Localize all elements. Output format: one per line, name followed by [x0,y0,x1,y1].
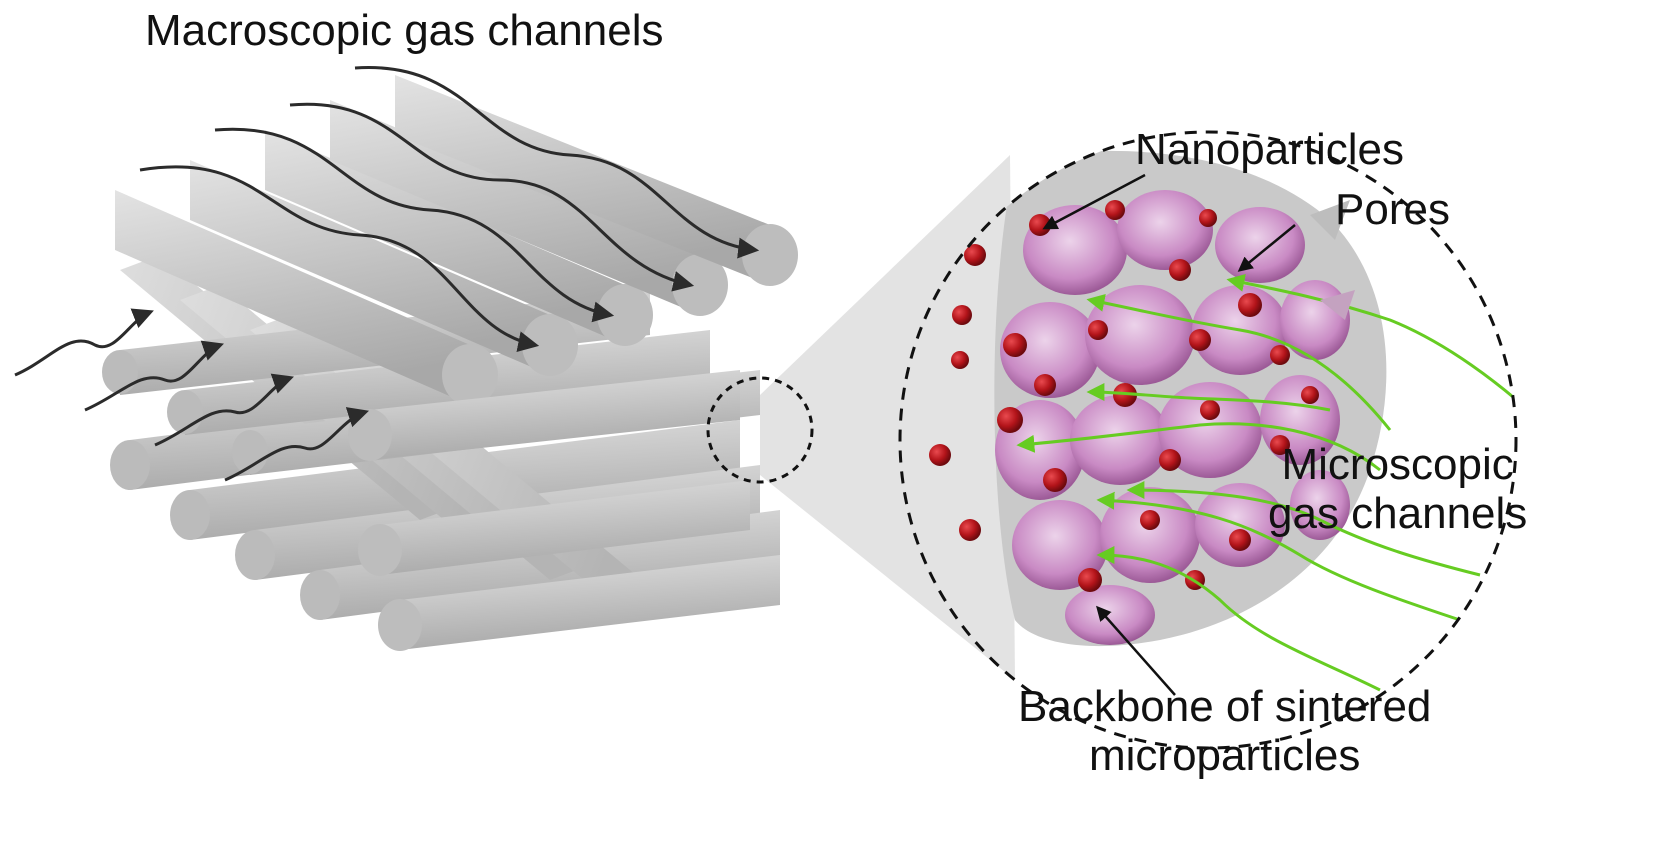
label-microscopic-gas-channels: Microscopic gas channels [1268,440,1527,539]
macro-channel-arrows-left [14,308,369,482]
zoom-view-outline [898,130,1518,750]
label-microscopic-line1: Microscopic [1281,440,1514,489]
label-macroscopic-gas-channels: Macroscopic gas channels [145,6,664,55]
macro-channel-arrows-top [139,66,760,352]
zoom-source-outline [706,376,814,484]
micro-channel-arrows [1016,273,1516,692]
label-backbone-line2: microparticles [1089,731,1361,781]
porous-particle-zoom [929,150,1516,692]
label-pores: Pores [1335,185,1450,234]
pores [995,190,1350,645]
label-leader-arrows [1042,173,1296,696]
label-nanoparticles: Nanoparticles [1135,125,1405,174]
fiber-layer-top [115,75,798,651]
label-backbone-line1: Backbone of sintered [1018,682,1432,731]
label-microscopic-line2: gas channels [1268,489,1528,539]
zoom-cone [760,155,1015,680]
label-backbone-sintered-microparticles: Backbone of sintered microparticles [1018,682,1431,781]
fiber-lattice [14,66,798,651]
